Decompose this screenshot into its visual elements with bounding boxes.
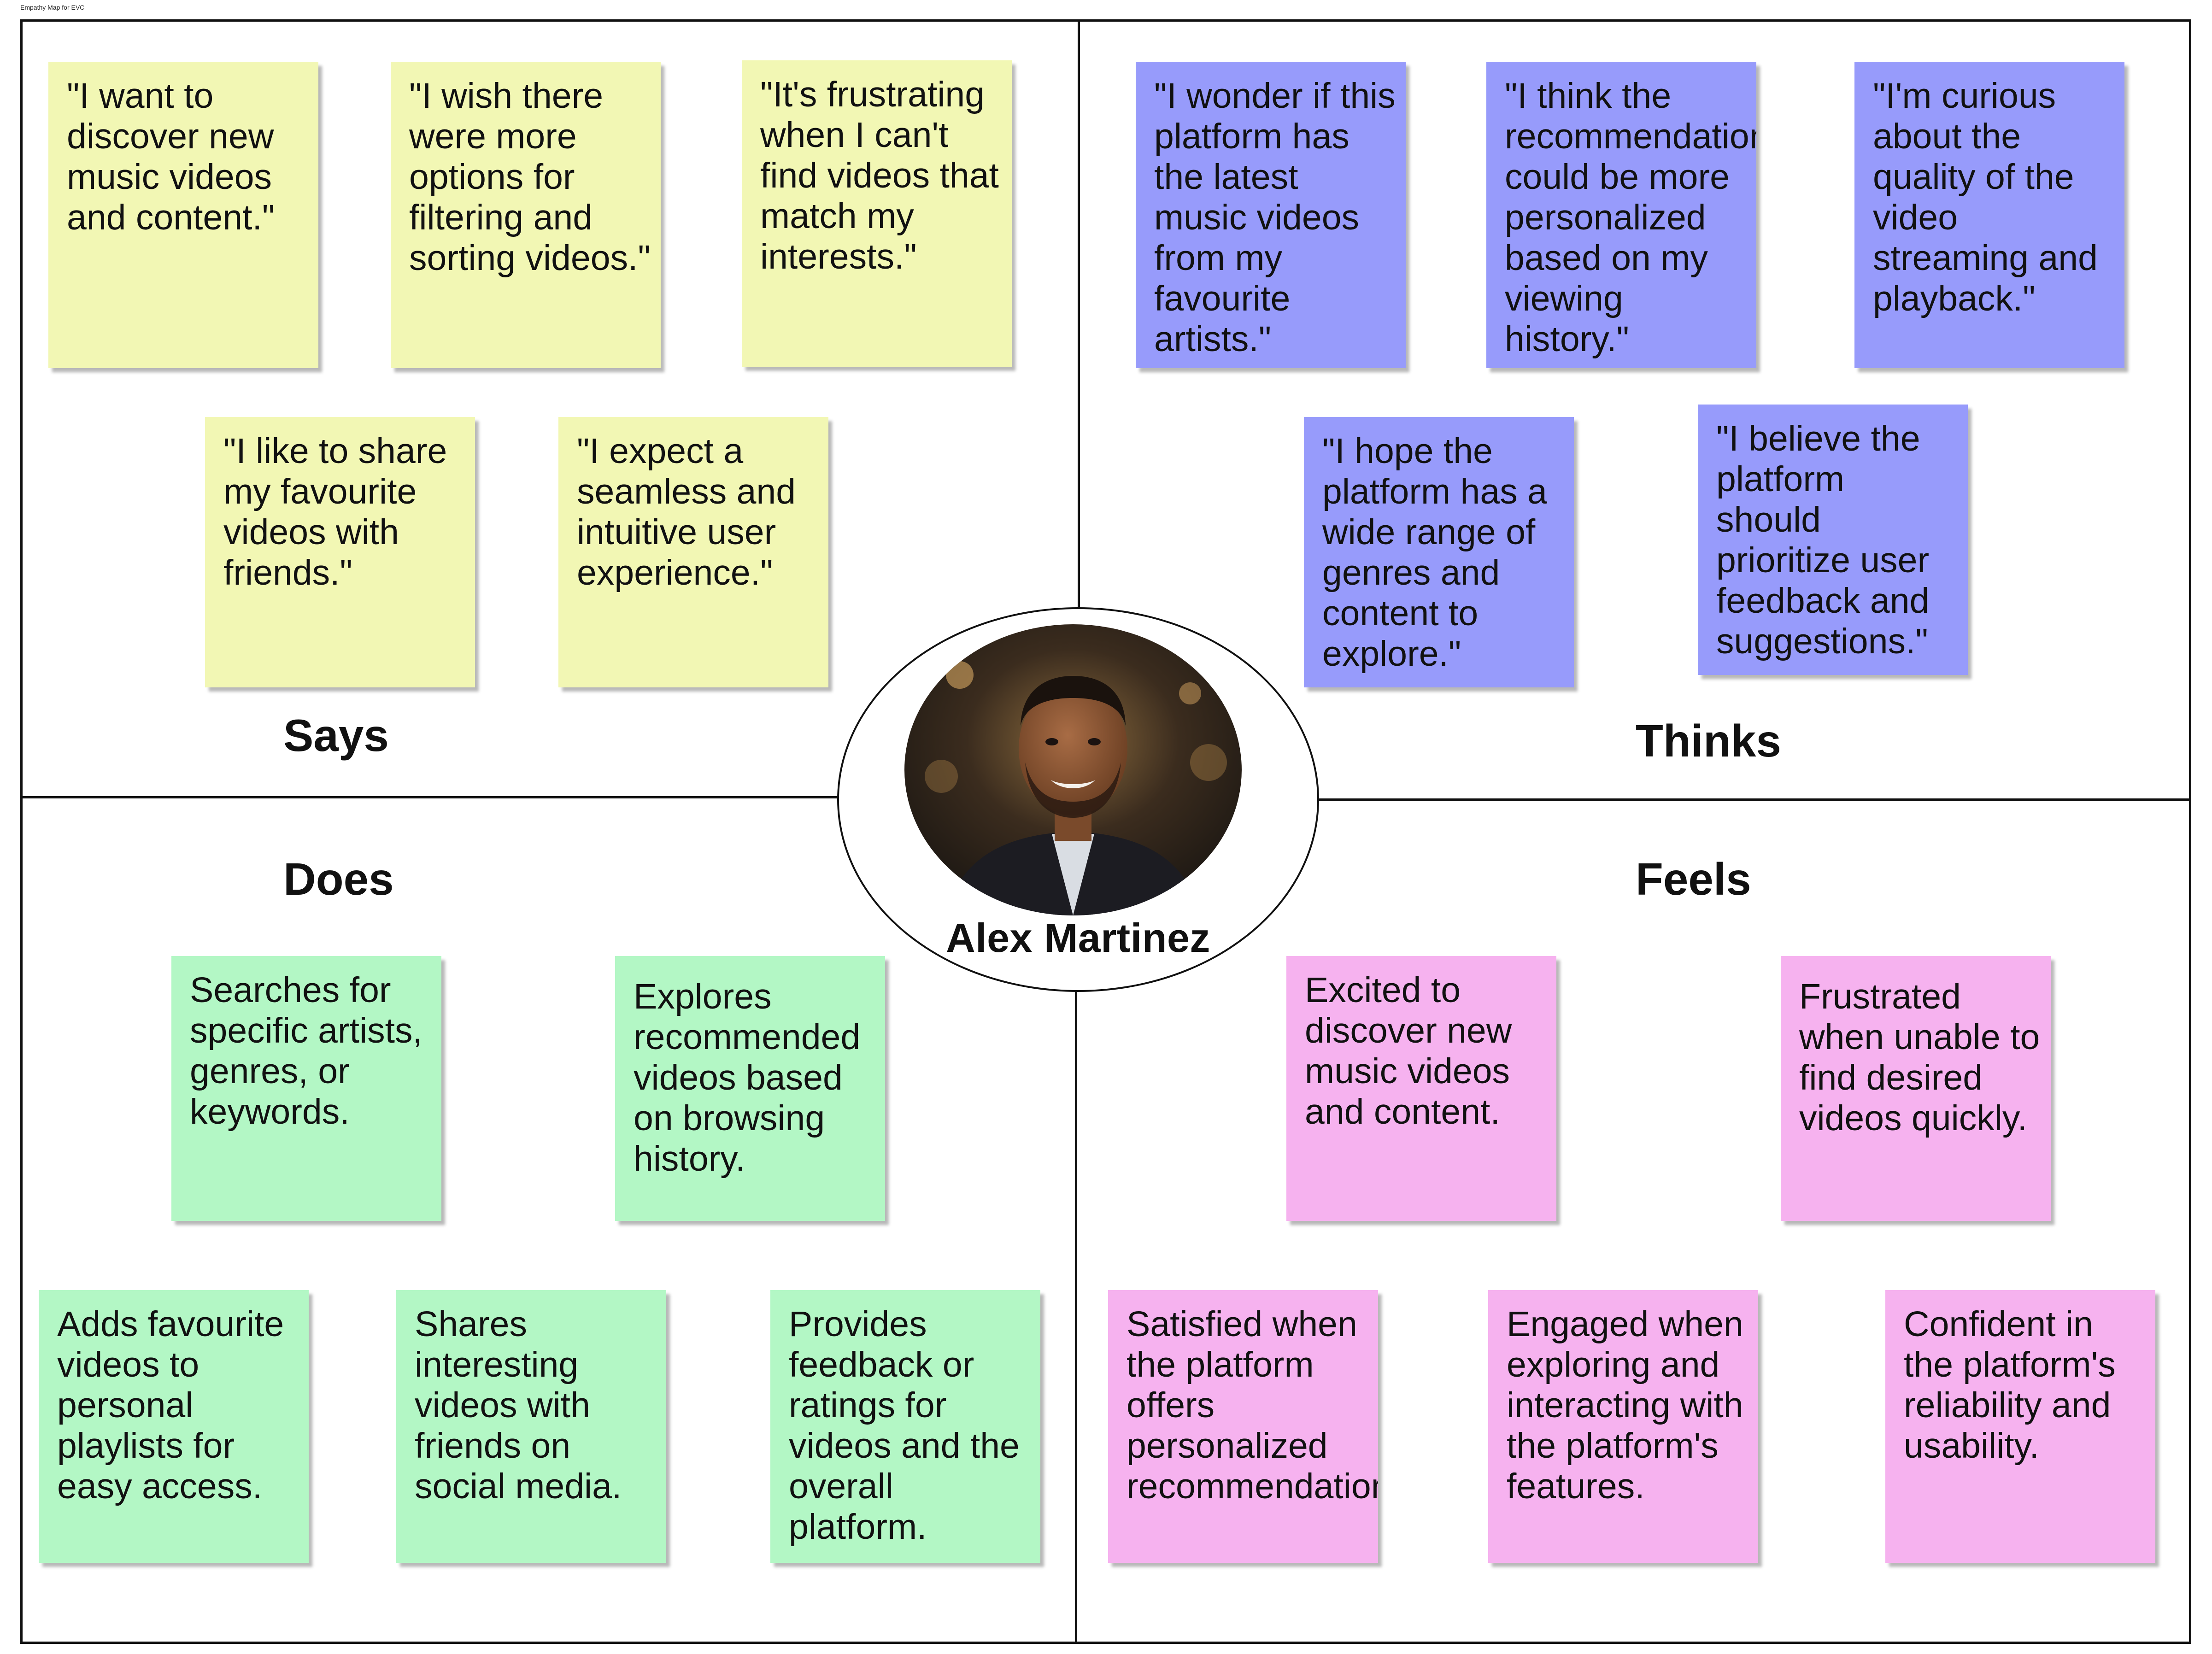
vertical-divider-bottom bbox=[1075, 986, 1077, 1644]
sticky-note[interactable]: "I expect a seamless and intuitive user … bbox=[558, 417, 828, 687]
sticky-note[interactable]: Satisfied when the platform offers perso… bbox=[1108, 1290, 1378, 1563]
sticky-note[interactable]: "I want to discover new music videos and… bbox=[48, 62, 318, 368]
sticky-note[interactable]: Engaged when exploring and interacting w… bbox=[1488, 1290, 1758, 1563]
vertical-divider-top bbox=[1078, 19, 1080, 614]
sticky-note[interactable]: Adds favourite videos to personal playli… bbox=[39, 1290, 309, 1563]
sticky-note[interactable]: Shares interesting videos with friends o… bbox=[396, 1290, 666, 1563]
says-label: Says bbox=[283, 710, 389, 761]
empathy-map-frame bbox=[20, 19, 2191, 1644]
does-label: Does bbox=[283, 854, 394, 904]
sticky-note[interactable]: "I think the recommendations could be mo… bbox=[1486, 62, 1756, 368]
sticky-note[interactable]: Provides feedback or ratings for videos … bbox=[770, 1290, 1040, 1563]
persona-avatar bbox=[904, 624, 1242, 915]
sticky-note[interactable]: "I like to share my favourite videos wit… bbox=[205, 417, 475, 687]
sticky-note[interactable]: Confident in the platform's reliability … bbox=[1885, 1290, 2155, 1563]
horizontal-divider-left bbox=[20, 796, 840, 798]
feels-label: Feels bbox=[1636, 854, 1751, 904]
sticky-note[interactable]: "I'm curious about the quality of the vi… bbox=[1854, 62, 2124, 368]
sticky-note[interactable]: Frustrated when unable to find desired v… bbox=[1781, 956, 2051, 1221]
sticky-note[interactable]: Explores recommended videos based on bro… bbox=[615, 956, 885, 1221]
sticky-note[interactable]: Excited to discover new music videos and… bbox=[1286, 956, 1556, 1221]
canvas-title: Empathy Map for EVC bbox=[20, 4, 85, 11]
sticky-note[interactable]: Searches for specific artists, genres, o… bbox=[171, 956, 441, 1221]
sticky-note[interactable]: "I wish there were more options for filt… bbox=[391, 62, 661, 368]
thinks-label: Thinks bbox=[1636, 716, 1781, 766]
sticky-note[interactable]: "I believe the platform should prioritiz… bbox=[1698, 405, 1968, 675]
sticky-note[interactable]: "I wonder if this platform has the lates… bbox=[1136, 62, 1406, 368]
persona-name: Alex Martinez bbox=[946, 915, 1210, 961]
horizontal-divider-right bbox=[1317, 798, 2191, 801]
sticky-note[interactable]: "It's frustrating when I can't find vide… bbox=[742, 60, 1012, 367]
sticky-note[interactable]: "I hope the platform has a wide range of… bbox=[1304, 417, 1574, 687]
